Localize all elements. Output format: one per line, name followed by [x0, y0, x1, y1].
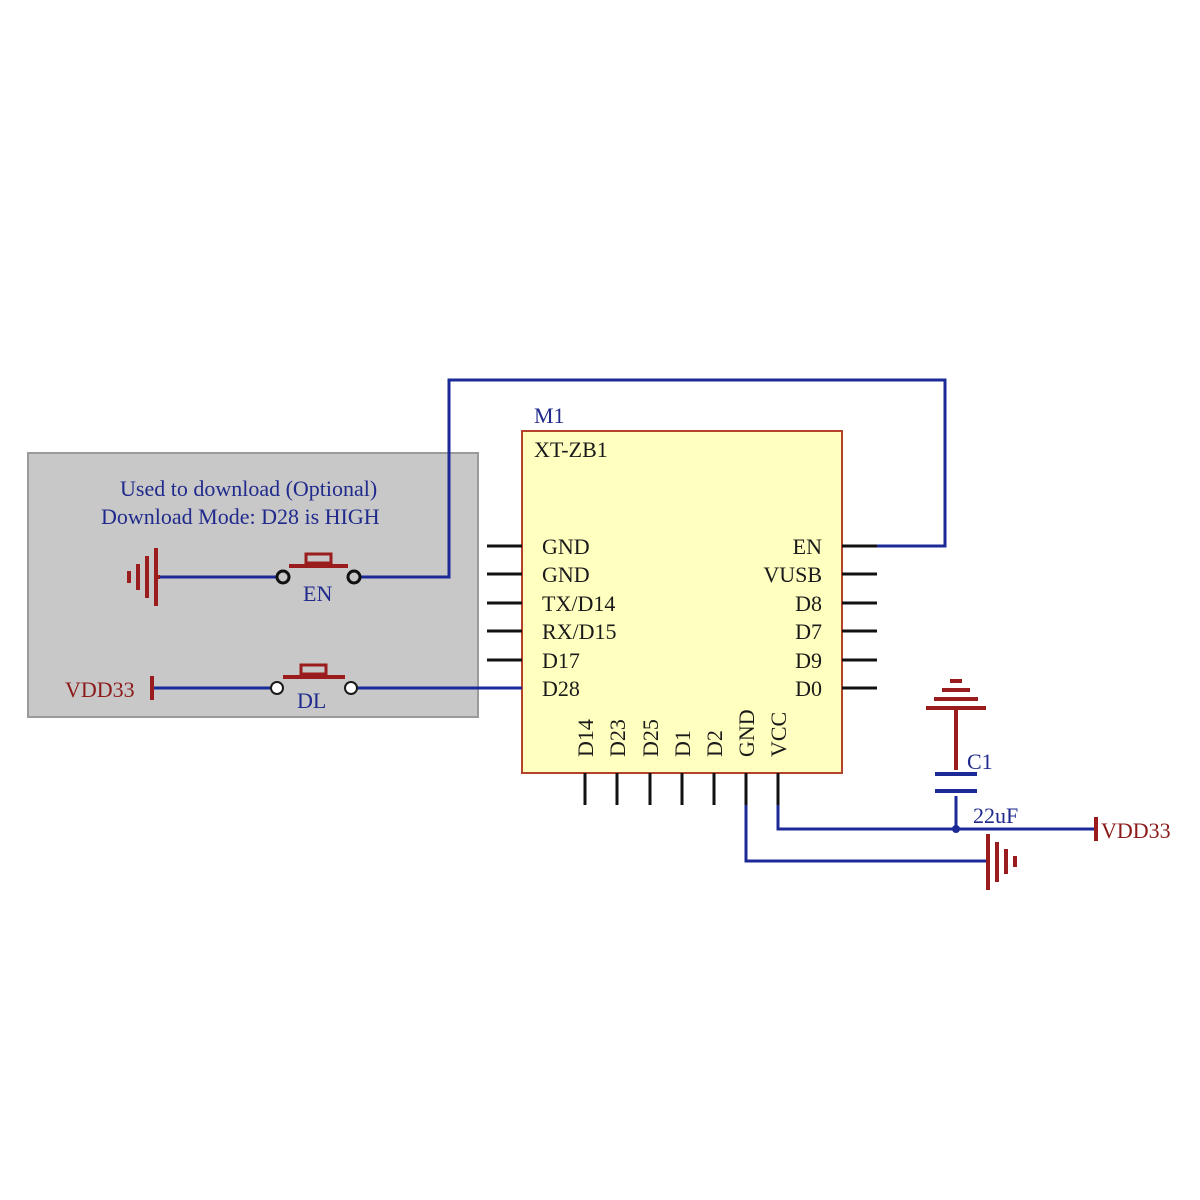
pin-label-left-6: D28 — [542, 676, 580, 701]
pin-label-bottom-7: VCC — [766, 712, 791, 757]
bottom-pin-stubs — [583, 773, 780, 805]
wire-vcc — [776, 805, 1095, 831]
optional-download-box: Used to download (Optional) Download Mod… — [27, 452, 479, 718]
en-button-label: EN — [303, 581, 332, 606]
module-designator: M1 — [534, 403, 565, 428]
left-pin-stubs — [487, 544, 522, 690]
vdd33-left-symbol: VDD33 — [65, 676, 154, 702]
pin-label-left-1: GND — [542, 534, 590, 559]
wires — [152, 378, 1095, 863]
pin-label-right-5: D9 — [795, 648, 822, 673]
en-button-contact-left — [275, 569, 291, 585]
optional-box-background — [27, 452, 479, 718]
pin-label-left-2: GND — [542, 562, 590, 587]
module-part-number: XT-ZB1 — [534, 437, 608, 462]
pin-label-bottom-4: D1 — [670, 730, 695, 757]
optional-box-note-line1: Used to download (Optional) — [120, 476, 377, 501]
pin-label-bottom-5: D2 — [702, 730, 727, 757]
pin-label-left-3: TX/D14 — [542, 591, 615, 616]
pin-label-right-3: D8 — [795, 591, 822, 616]
vdd33-right-symbol: VDD33 — [1094, 817, 1171, 843]
dl-push-button: DL — [270, 663, 358, 713]
pin-label-right-1: EN — [793, 534, 822, 559]
vdd33-left-label: VDD33 — [65, 677, 135, 702]
en-push-button: EN — [275, 552, 362, 606]
en-button-contact-right — [346, 569, 362, 585]
dl-button-label: DL — [297, 688, 326, 713]
capacitor-designator: C1 — [967, 749, 993, 774]
junction-dot — [952, 825, 960, 833]
wire-en-loop — [360, 378, 947, 579]
pin-label-left-4: RX/D15 — [542, 619, 617, 644]
pin-label-bottom-3: D25 — [638, 719, 663, 757]
pin-label-bottom-1: D14 — [573, 719, 598, 757]
vdd33-right-label: VDD33 — [1101, 818, 1171, 843]
pin-label-right-4: D7 — [795, 619, 822, 644]
ground-icon-top — [926, 679, 986, 770]
right-pin-stubs — [842, 544, 877, 690]
wire-gnd — [744, 805, 986, 863]
capacitor-value: 22uF — [973, 803, 1018, 828]
dl-button-contact-left — [270, 681, 284, 695]
module-m1: M1 XT-ZB1 — [487, 403, 877, 805]
ground-icon-left — [127, 548, 160, 606]
pin-label-bottom-2: D23 — [605, 719, 630, 757]
pin-label-right-2: VUSB — [763, 562, 822, 587]
pin-label-left-5: D17 — [542, 648, 580, 673]
pin-label-right-6: D0 — [795, 676, 822, 701]
pin-label-bottom-6: GND — [734, 709, 759, 757]
capacitor-c1: C1 22uF — [935, 749, 1018, 828]
ground-icon-right — [986, 834, 1017, 890]
dl-button-contact-right — [344, 681, 358, 695]
optional-box-note-line2: Download Mode: D28 is HIGH — [101, 504, 380, 529]
